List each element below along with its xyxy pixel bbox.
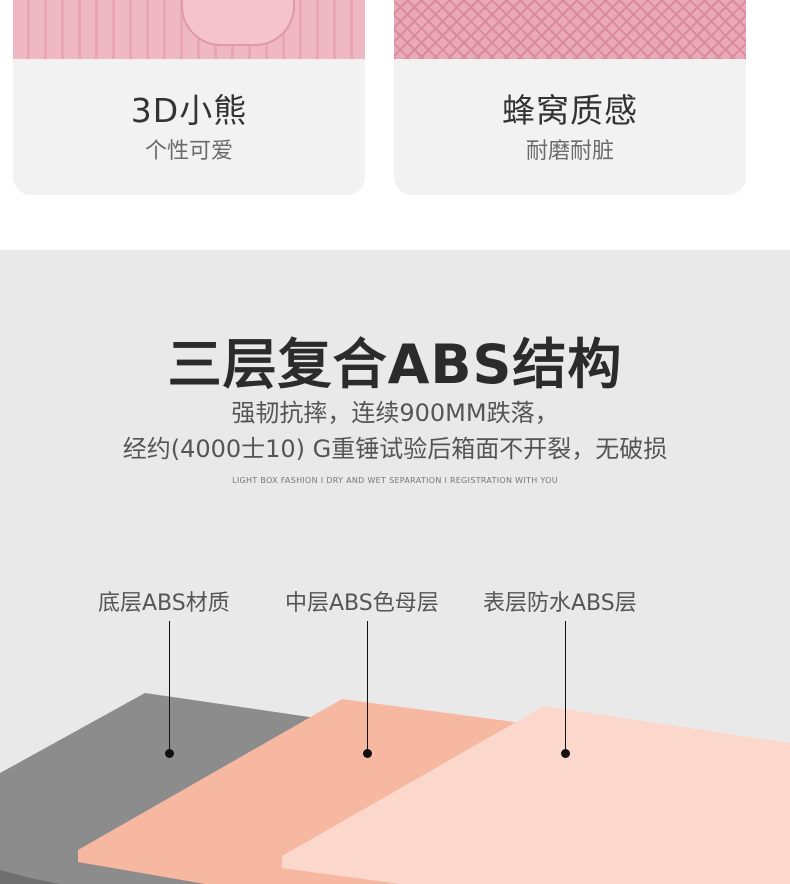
feature-title: 3D小熊 [130, 91, 248, 130]
middle-layer-pointer-line [367, 621, 368, 753]
top-layer-label: 表层防水ABS层 [483, 591, 637, 616]
bear-texture-photo [13, 0, 365, 59]
middle-layer-label: 中层ABS色母层 [285, 591, 439, 616]
feature-card-honeycomb: 蜂窝质感 耐磨耐脏 [394, 0, 746, 195]
section-description-line2: 经约(4000士10) G重锤试验后箱面不开裂，无破损 [122, 435, 668, 463]
top-layer-sheet [282, 706, 790, 884]
top-layer-pointer-line [565, 621, 566, 753]
top-layer-pointer-dot [561, 749, 570, 758]
bottom-layer-pointer-line [169, 621, 170, 753]
abs-structure-section: 三层复合ABS结构 强韧抗摔，连续900MM跌落， 经约(4000士10) G重… [0, 250, 790, 884]
feature-title: 蜂窝质感 [502, 91, 638, 130]
feature-card-3d-bear: 3D小熊 个性可爱 [13, 0, 365, 195]
bottom-layer-label: 底层ABS材质 [98, 591, 230, 616]
honeycomb-texture-photo [394, 0, 746, 59]
section-tagline: LIGHT BOX FASHION I DRY AND WET SEPARATI… [232, 476, 558, 485]
bottom-layer-edge [0, 870, 60, 884]
feature-subtitle: 个性可爱 [144, 139, 233, 164]
middle-layer-pointer-dot [363, 749, 372, 758]
layer-diagram [0, 693, 790, 884]
section-description-line1: 强韧抗摔，连续900MM跌落， [231, 399, 559, 427]
section-headline: 三层复合ABS结构 [167, 333, 623, 396]
bottom-layer-pointer-dot [165, 749, 174, 758]
feature-subtitle: 耐磨耐脏 [525, 139, 614, 164]
